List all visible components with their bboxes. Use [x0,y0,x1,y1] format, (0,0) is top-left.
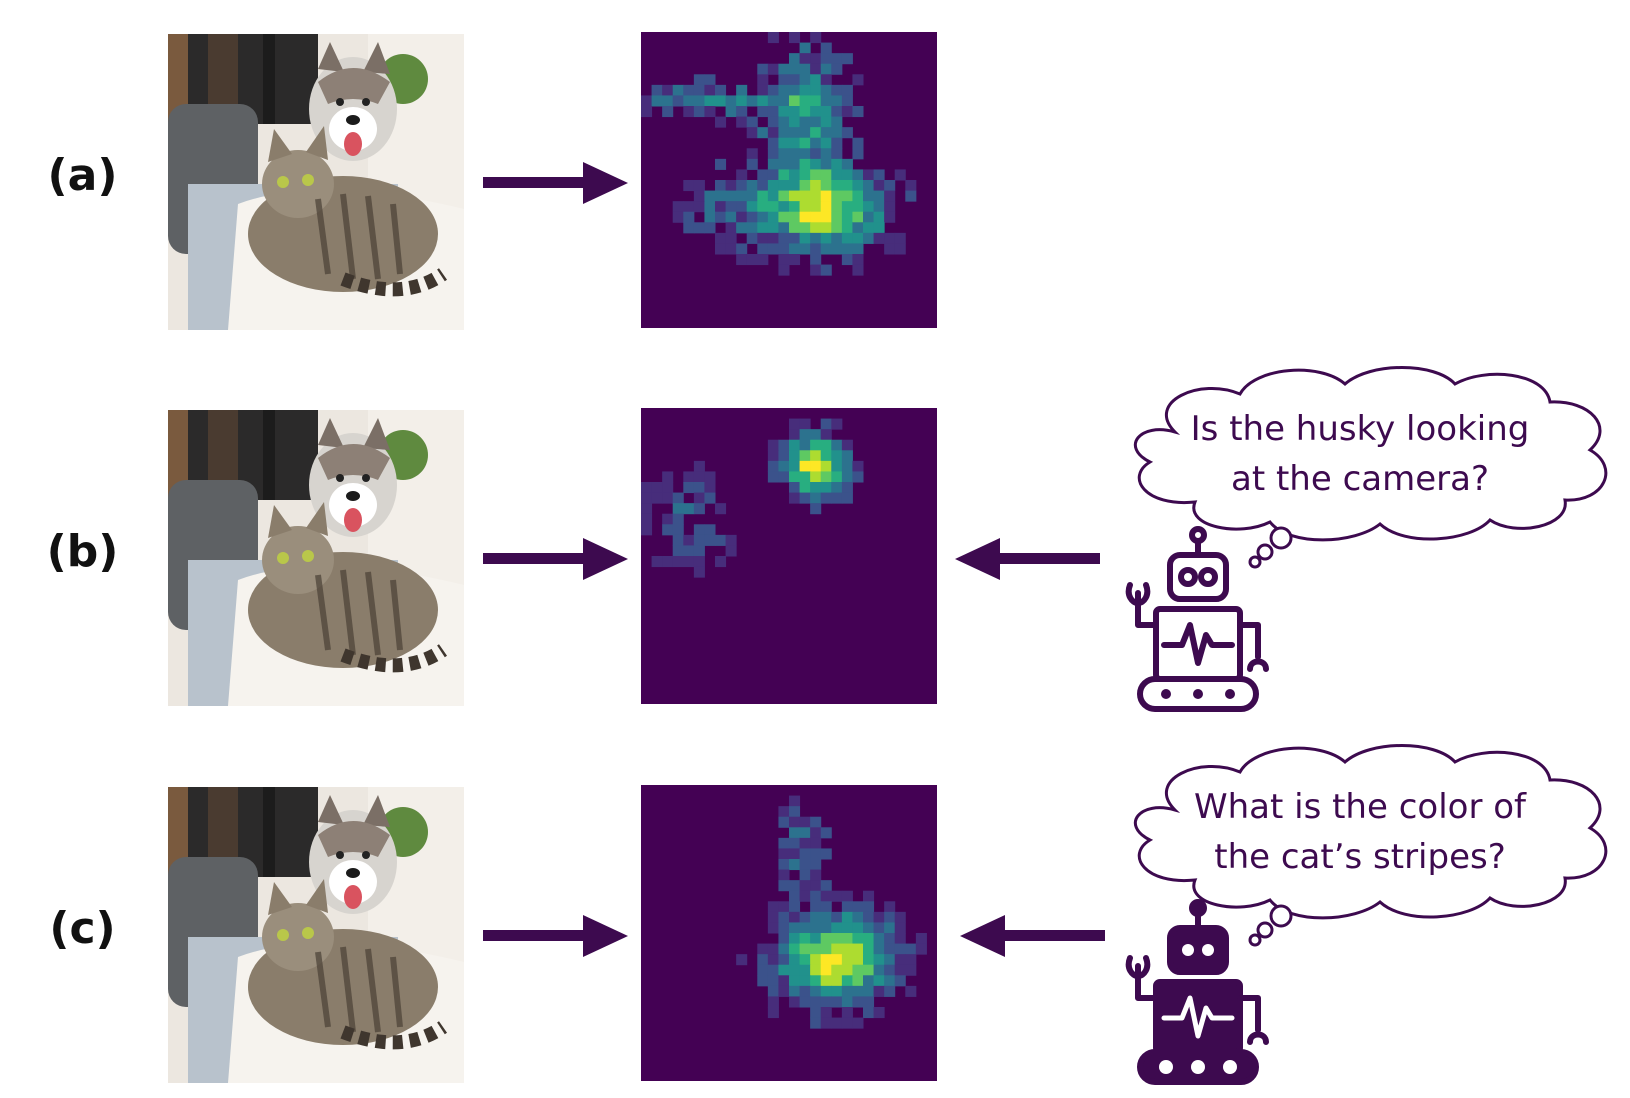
question-c-line-2: the cat’s stripes? [1214,837,1506,877]
robot-icon [1125,899,1269,1085]
thought-cloud-icon [1133,744,1608,947]
row-label-c: (c) [49,903,116,954]
row-c: (c) [0,785,1630,1085]
right-arrow-icon [483,538,628,580]
left-arrow-icon [955,538,1100,580]
attention-heatmap-b [641,408,937,704]
input-photo-a [168,34,464,330]
input-photo-b [168,410,464,706]
question-c: What is the color of the cat’s stripes? [1150,782,1570,882]
row-a: (a) [0,32,1630,332]
right-arrow-icon [483,915,628,957]
row-b: (b) [0,408,1630,708]
right-arrow-icon [483,162,628,204]
left-arrow-icon [960,915,1105,957]
question-c-line-1: What is the color of [1193,787,1526,827]
row-label-a: (a) [47,150,118,201]
attention-heatmap-c [641,785,937,1081]
question-b-line-2: at the camera? [1230,459,1489,499]
input-photo-c [168,787,464,1083]
attention-heatmap-a [641,32,937,328]
row-label-b: (b) [46,526,119,577]
robot-icon [1125,526,1269,712]
thought-cloud-icon [1133,366,1608,569]
question-b: Is the husky looking at the camera? [1150,404,1570,504]
question-b-line-1: Is the husky looking [1190,409,1530,449]
